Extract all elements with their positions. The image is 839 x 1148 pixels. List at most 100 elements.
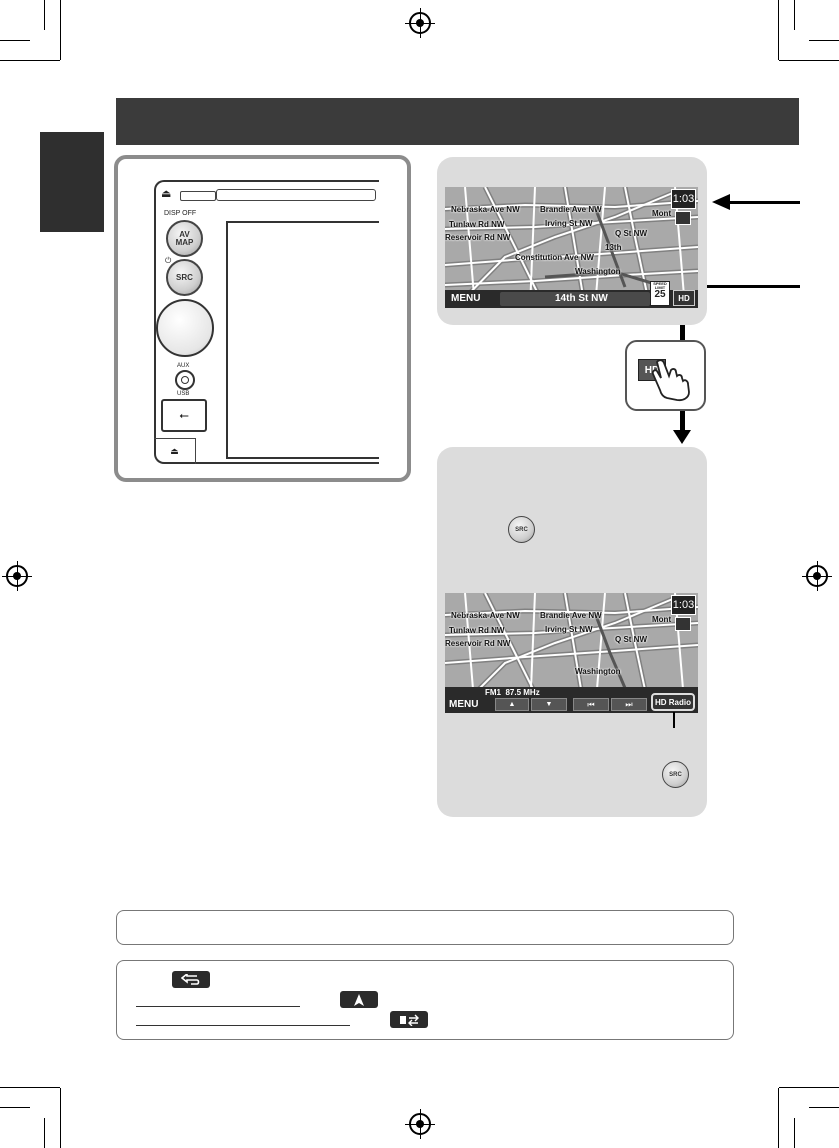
menu-button[interactable]: MENU: [449, 699, 479, 710]
road-label: Constitution Ave NW: [515, 253, 594, 262]
back-icon[interactable]: [172, 971, 210, 988]
flow-arrowhead: [673, 430, 691, 444]
usb-label: USB: [177, 391, 190, 397]
crop-mark: [779, 60, 839, 61]
underline: [136, 1006, 300, 1007]
road-label: Nebraska-Ave NW: [451, 611, 520, 620]
disc-slot-left: [180, 191, 216, 201]
crop-mark: [0, 1087, 60, 1088]
road-label: Mont: [652, 615, 672, 624]
crop-mark: [794, 0, 795, 30]
road-label: Brandie Ave NW: [540, 205, 602, 214]
registration-mark: [405, 8, 435, 38]
radio-map[interactable]: Nebraska-Ave NW Tunlaw Rd NW Reservoir R…: [445, 593, 698, 713]
note-box: [116, 910, 734, 945]
crop-mark: [44, 1118, 45, 1148]
crop-mark: [0, 40, 30, 41]
section-header-bar: [116, 98, 799, 145]
av-map-button[interactable]: AV MAP: [166, 220, 203, 257]
street-name-bar: [500, 292, 650, 306]
compass-icon[interactable]: [675, 617, 691, 631]
flow-connector: [680, 325, 685, 343]
tune-up-button[interactable]: ▲: [495, 698, 529, 711]
radio-unit: MHz: [523, 688, 540, 697]
road-label: Q St NW: [615, 229, 647, 238]
crop-mark: [0, 1107, 30, 1108]
radio-band: FM1: [485, 688, 501, 697]
menu-button[interactable]: MENU: [451, 293, 481, 304]
device-illustration-panel: ⏏ DISP OFF AV MAP ⏻ SRC AUX USB ⭠ ⏏: [114, 155, 411, 482]
speed-limit-value: 25: [654, 289, 666, 300]
next-button[interactable]: ⏭: [611, 698, 647, 711]
crop-mark: [809, 40, 839, 41]
crop-mark: [778, 0, 779, 60]
navigation-arrow-icon[interactable]: [340, 991, 378, 1008]
road-label: Mont: [652, 209, 672, 218]
hd-radio-button[interactable]: HD Radio: [651, 693, 695, 711]
crop-mark: [779, 1087, 839, 1088]
power-icon: ⏻: [165, 256, 172, 265]
road-label: Brandie Ave NW: [540, 611, 602, 620]
device-faceplate: [154, 180, 379, 464]
eject-icon: ⏏: [170, 446, 179, 456]
clock-display: 1:03: [671, 595, 696, 615]
hd-radio-button[interactable]: HD: [673, 290, 695, 306]
callout-line: [707, 285, 800, 288]
street-name: 14th St NW: [555, 293, 608, 304]
road-label: Reservoir Rd NW: [445, 233, 511, 242]
road-label: Washington: [575, 667, 621, 676]
clock-display: 1:03: [671, 189, 696, 209]
crop-mark: [44, 0, 45, 30]
volume-knob[interactable]: [156, 299, 214, 357]
disp-off-label: DISP OFF: [164, 210, 197, 217]
disc-slot: [216, 189, 376, 201]
registration-mark: [802, 561, 832, 591]
registration-mark: [405, 1109, 435, 1139]
tune-down-button[interactable]: ▼: [531, 698, 567, 711]
underline: [136, 1025, 350, 1026]
usb-icon: ⭠: [179, 408, 189, 422]
compass-icon[interactable]: [675, 211, 691, 225]
registration-mark: [2, 561, 32, 591]
road-label: Tunlaw Rd NW: [449, 626, 505, 635]
callout-pointer: [673, 712, 675, 728]
crop-mark: [778, 1088, 779, 1148]
device-screen: [226, 221, 379, 459]
crop-mark: [794, 1118, 795, 1148]
navigation-map[interactable]: Nebraska-Ave NW Tunlaw Rd NW Reservoir R…: [445, 187, 698, 308]
road-label: Q St NW: [615, 635, 647, 644]
road-label: Irving St NW: [545, 625, 593, 634]
road-label: Irving St NW: [545, 219, 593, 228]
eject-icon[interactable]: ⏏: [161, 188, 172, 200]
src-button[interactable]: SRC: [166, 259, 203, 296]
aux-jack[interactable]: [175, 370, 195, 390]
callout-arrow-line: [730, 201, 800, 204]
aux-label: AUX: [177, 363, 190, 369]
road-label: 13th: [605, 243, 622, 252]
eject-bottom-button[interactable]: ⏏: [154, 438, 196, 464]
crop-mark: [60, 0, 61, 60]
map-roads: [445, 187, 698, 308]
crop-mark: [0, 60, 60, 61]
src-button-inline[interactable]: SRC: [508, 516, 535, 543]
language-tab: [40, 132, 104, 232]
previous-button[interactable]: ⏮: [573, 698, 609, 711]
radio-station-info: FM1 87.5 MHz: [485, 688, 540, 697]
switch-screen-icon[interactable]: [390, 1011, 428, 1028]
touch-instruction-box: HD: [625, 340, 706, 411]
usb-port[interactable]: ⭠: [161, 399, 207, 432]
road-label: Washington: [575, 267, 621, 276]
speed-limit-sign: SPEED LIMIT 25: [650, 281, 670, 306]
speed-limit-label: SPEED LIMIT: [653, 281, 667, 290]
flow-connector: [680, 411, 685, 431]
hand-pointer-icon: [651, 359, 690, 402]
road-label: Nebraska-Ave NW: [451, 205, 520, 214]
road-label: Reservoir Rd NW: [445, 639, 511, 648]
radio-frequency: 87.5: [505, 688, 522, 697]
tip-box: [116, 960, 734, 1040]
road-label: Tunlaw Rd NW: [449, 220, 505, 229]
crop-mark: [809, 1107, 839, 1108]
crop-mark: [60, 1088, 61, 1148]
callout-arrowhead: [712, 194, 730, 210]
src-button-bottom[interactable]: SRC: [662, 761, 689, 788]
